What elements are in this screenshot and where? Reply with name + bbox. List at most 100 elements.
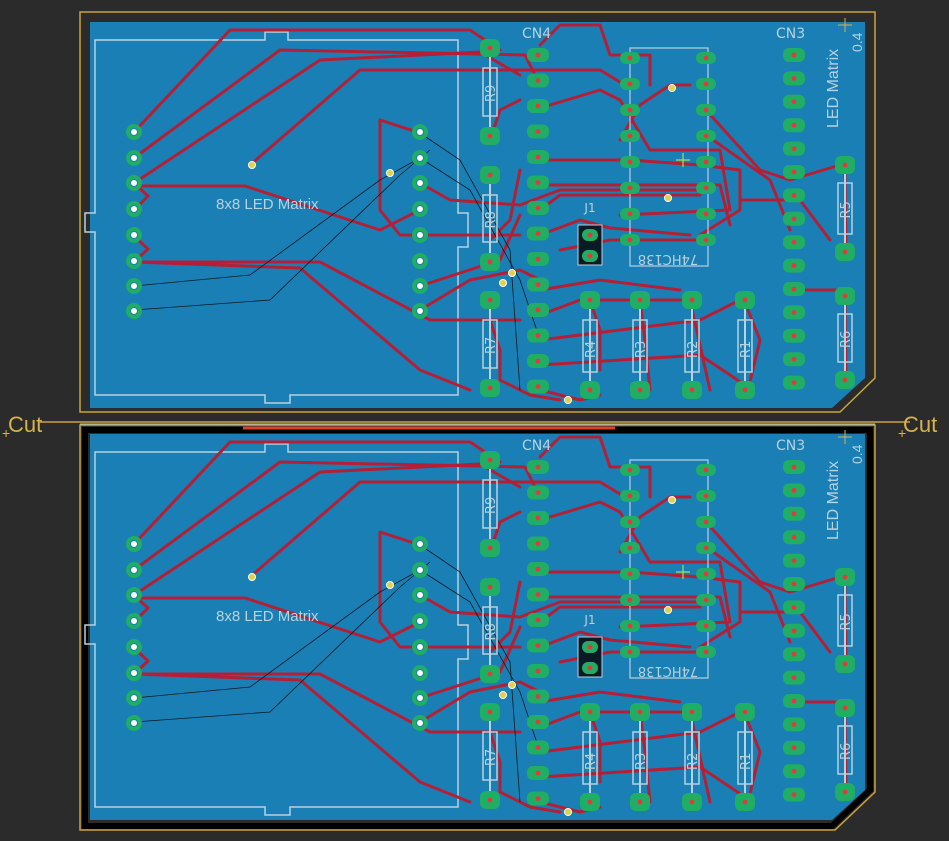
connector-cn4-label: CN4 (522, 26, 551, 42)
drill-hole (587, 232, 593, 238)
via (386, 169, 394, 177)
drill-hole (791, 216, 797, 222)
trace (588, 710, 602, 784)
drill-hole (535, 358, 541, 364)
trace (132, 672, 522, 734)
resistor-body (632, 731, 648, 785)
drill-hole (587, 644, 593, 650)
drill-hole (535, 490, 541, 495)
drill-hole (535, 566, 541, 572)
drill-hole (487, 385, 493, 391)
drill-hole (703, 467, 709, 473)
drill-hole (130, 205, 138, 213)
drill-hole (791, 581, 797, 587)
resistor-body (482, 194, 498, 243)
drill-hole (130, 282, 138, 290)
drill-hole (627, 545, 633, 551)
drill-hole (791, 651, 797, 657)
crosshair-mark (838, 430, 852, 444)
jumper-label: J1 (583, 201, 595, 215)
resistor-label: R8 (484, 211, 499, 228)
trace (742, 710, 762, 804)
resistor-body (684, 319, 700, 373)
drill-hole (130, 128, 138, 136)
drill-hole (689, 709, 695, 715)
drill-hole (842, 293, 848, 299)
drill-hole (791, 380, 797, 385)
drill-hole (130, 591, 138, 599)
led-matrix-outline (84, 31, 469, 404)
drill-hole (791, 745, 797, 751)
drill-hole (703, 649, 709, 655)
connector-cn4-label: CN4 (522, 438, 551, 454)
drill-hole (130, 617, 138, 625)
drill-hole (535, 52, 541, 58)
resistor-label: R5 (839, 613, 854, 630)
resistor-label: R2 (686, 753, 701, 770)
drill-hole (627, 597, 633, 603)
drill-hole (791, 193, 797, 198)
via (668, 84, 676, 92)
drill-hole (587, 665, 593, 671)
copper-pour (90, 22, 865, 408)
drill-hole (535, 78, 541, 83)
drill-hole (535, 129, 541, 134)
trace (378, 118, 522, 237)
trace (488, 318, 502, 382)
drill-hole (487, 797, 493, 803)
drill-hole (703, 55, 709, 61)
trace (418, 181, 702, 207)
trace (538, 435, 652, 499)
drill-hole (416, 669, 424, 677)
drill-hole (535, 770, 541, 776)
drill-hole (130, 154, 138, 162)
via (564, 808, 572, 816)
resistor-label: R3 (634, 753, 649, 770)
trace (132, 184, 422, 232)
drill-hole (535, 719, 541, 725)
drill-hole (791, 605, 797, 610)
drill-hole (703, 571, 709, 577)
via (499, 691, 507, 699)
drill-hole (791, 722, 797, 727)
drill-hole (487, 545, 493, 551)
drill-hole (416, 179, 424, 187)
drill-hole (416, 257, 424, 265)
trace (688, 710, 712, 804)
drill-hole (703, 159, 709, 165)
drill-hole (487, 457, 493, 463)
drill-hole (627, 211, 633, 217)
trace (498, 378, 562, 402)
drill-hole (791, 263, 797, 268)
cut-marker: + (898, 425, 906, 441)
drill-hole (791, 698, 797, 704)
drill-hole (487, 172, 493, 178)
drill-hole (637, 709, 643, 715)
resistor-label: R4 (584, 753, 599, 770)
via (248, 161, 256, 169)
drill-hole (535, 307, 541, 313)
drill-hole (842, 162, 848, 168)
resistor-label: R8 (484, 623, 499, 640)
drill-hole (487, 297, 493, 303)
trace (538, 710, 742, 754)
drill-hole (416, 282, 424, 290)
drill-hole (416, 154, 424, 162)
board-version: 0.4 (849, 444, 865, 464)
drill-hole (130, 307, 138, 315)
trace (248, 68, 627, 167)
drill-hole (703, 107, 709, 113)
trace (132, 260, 472, 392)
drill-hole (535, 231, 541, 236)
resistor-label: R9 (484, 497, 499, 514)
resistor-body (837, 594, 853, 647)
drill-hole (535, 180, 541, 185)
trace (538, 500, 732, 629)
drill-hole (487, 133, 493, 139)
via (386, 581, 394, 589)
drill-hole (791, 356, 797, 362)
via (664, 606, 672, 614)
resistor-body (837, 182, 853, 235)
